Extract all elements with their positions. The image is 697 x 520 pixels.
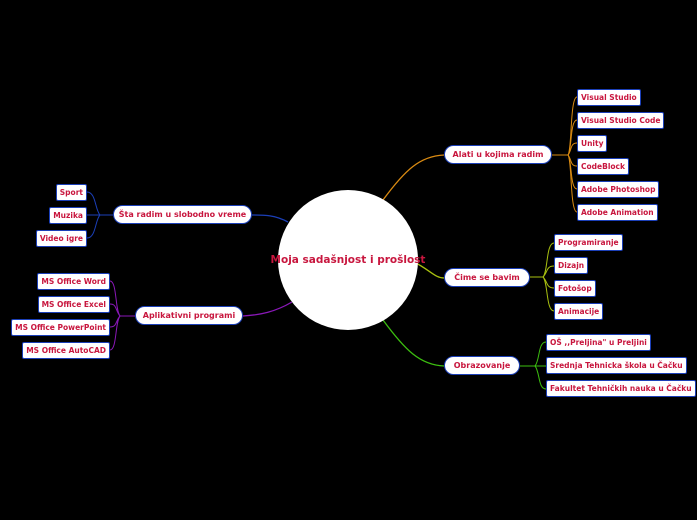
leaf-label: Fakultet Tehničkih nauka u Čačku [550,384,692,393]
leaf-label: Adobe Animation [581,208,654,217]
leaf-label: Srednja Tehnicka škola u Čačku [550,361,683,370]
leaf-label: Programiranje [558,238,619,247]
leaf-label: Visual Studio [581,93,637,102]
topic-alati[interactable]: Alati u kojima radim [444,145,552,164]
leaf-programiranje[interactable]: Programiranje [554,234,623,251]
leaf-label: Muzika [53,211,83,220]
leaf-fotosop[interactable]: Fotošop [554,280,596,297]
central-topic-label: Moja sadašnjost i prošlost [270,254,426,266]
leaf-label: Animacije [558,307,600,316]
leaf-label: Sport [59,188,83,197]
topic-label: Alati u kojima radim [452,150,544,159]
leaf-visual-studio[interactable]: Visual Studio [577,89,641,106]
leaf-ms-office-word[interactable]: MS Office Word [37,273,110,290]
leaf-dizajn[interactable]: Dizajn [554,257,589,274]
leaf-sport[interactable]: Sport [55,184,87,201]
leaf-srednja-tehnicka[interactable]: Srednja Tehnicka škola u Čačku [546,357,687,374]
leaf-animacije[interactable]: Animacije [554,303,604,320]
leaf-label: OŠ ,,Preljina" u Preljini [550,338,647,347]
leaf-unity[interactable]: Unity [577,135,608,152]
leaf-fakultet-tehnickih-nauka[interactable]: Fakultet Tehničkih nauka u Čačku [546,380,696,397]
leaf-video-igre[interactable]: Video igre [35,230,87,247]
leaf-label: Video igre [39,234,83,243]
leaf-label: MS Office PowerPoint [15,323,106,332]
leaf-label: CodeBlock [581,162,625,171]
leaf-os-preljina[interactable]: OŠ ,,Preljina" u Preljini [546,334,651,351]
leaf-label: Adobe Photoshop [581,185,656,194]
topic-label: Aplikativni programi [142,311,236,320]
topic-cime-se-bavim[interactable]: Čime se bavim [444,268,530,287]
leaf-label: Visual Studio Code [581,116,661,125]
leaf-ms-office-excel[interactable]: MS Office Excel [37,296,110,313]
topic-label: Šta radim u slobodno vreme [118,210,247,219]
leaf-ms-office-powerpoint[interactable]: MS Office PowerPoint [11,319,110,336]
leaf-adobe-animation[interactable]: Adobe Animation [577,204,658,221]
topic-sta-radim[interactable]: Šta radim u slobodno vreme [113,205,252,224]
leaf-visual-studio-code[interactable]: Visual Studio Code [577,112,665,129]
leaf-ms-office-autocad[interactable]: MS Office AutoCAD [22,342,110,359]
topic-aplikativni-programi[interactable]: Aplikativni programi [135,306,243,325]
central-topic[interactable]: Moja sadašnjost i prošlost [271,190,425,330]
leaf-label: Unity [581,139,604,148]
leaf-label: MS Office Excel [41,300,106,309]
topic-obrazovanje[interactable]: Obrazovanje [444,356,520,375]
leaf-adobe-photoshop[interactable]: Adobe Photoshop [577,181,660,198]
topic-label: Čime se bavim [454,273,520,282]
leaf-label: MS Office AutoCAD [26,346,106,355]
leaf-codeblock[interactable]: CodeBlock [577,158,629,175]
leaf-label: Fotošop [558,284,592,293]
topic-label: Obrazovanje [453,361,511,370]
leaf-label: MS Office Word [41,277,106,286]
leaf-label: Dizajn [558,261,585,270]
leaf-muzika[interactable]: Muzika [49,207,87,224]
